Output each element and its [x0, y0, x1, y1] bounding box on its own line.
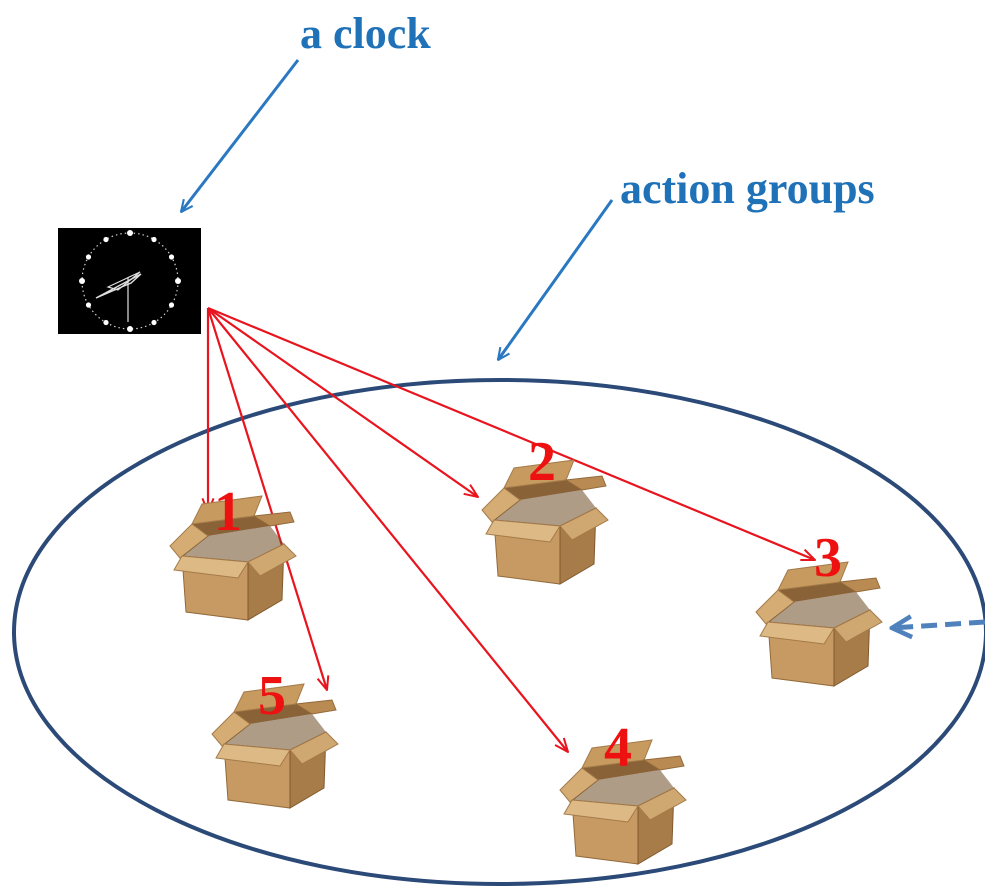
trigger-arrow-3	[207, 306, 815, 562]
action-groups-caption: action groups	[620, 164, 875, 213]
box-number-2: 2	[528, 431, 556, 493]
clock-caption: a clock	[300, 9, 431, 58]
clock-pointer-arrow	[181, 59, 300, 212]
box-number-5: 5	[258, 665, 286, 727]
trigger-arrows	[206, 306, 815, 752]
trigger-arrow-5	[206, 307, 327, 690]
trigger-arrow-2	[207, 307, 478, 497]
box-number-1: 1	[214, 481, 242, 543]
box-number-4: 4	[604, 717, 632, 779]
box-number-3: 3	[814, 527, 842, 589]
trigger-arrow-4	[207, 307, 568, 752]
action-groups-ellipse	[12, 378, 985, 886]
incoming-dashed-arrow	[892, 622, 985, 628]
groups-pointer-arrow	[498, 199, 614, 360]
clock-icon	[58, 228, 201, 334]
